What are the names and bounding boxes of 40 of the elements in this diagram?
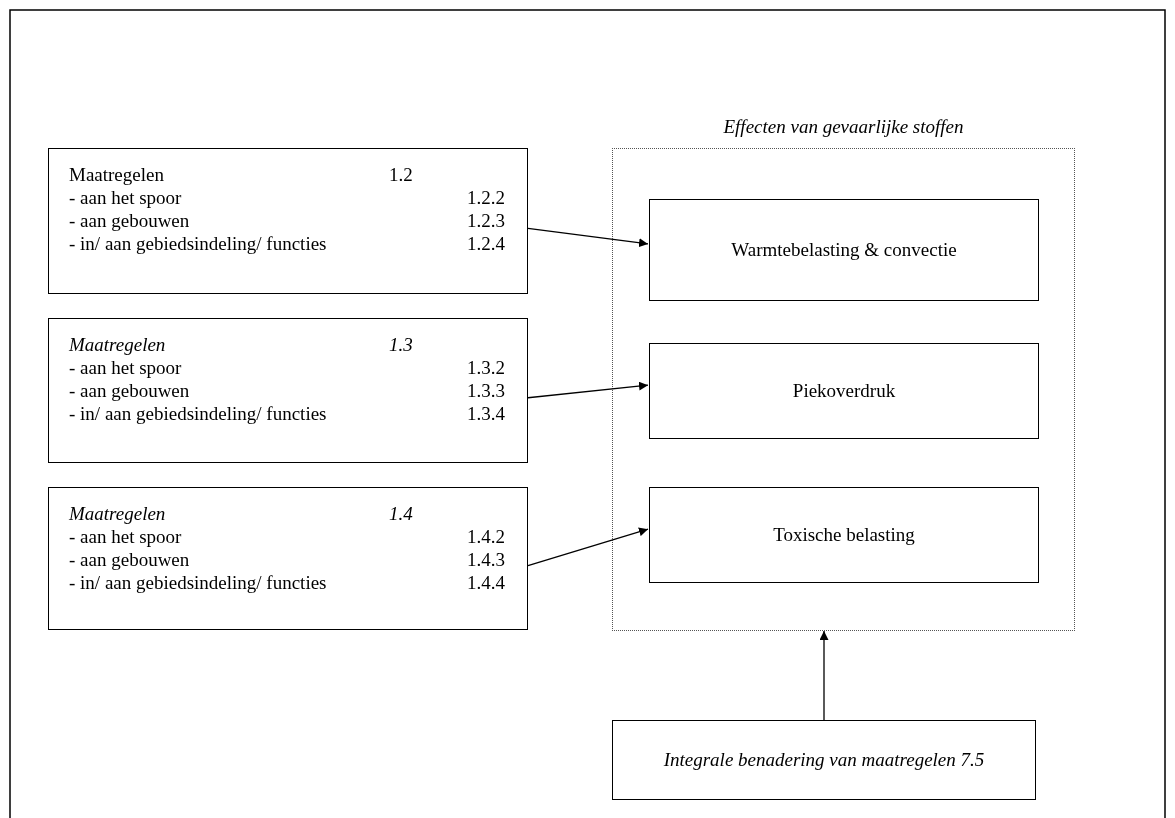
section-number: 1.4.2 bbox=[467, 525, 505, 548]
list-item: - aan gebouwen bbox=[69, 548, 190, 571]
section-number: 1.2 bbox=[389, 163, 413, 186]
measures-box bbox=[48, 148, 528, 294]
section-number: 1.2.2 bbox=[467, 186, 505, 209]
effect-box bbox=[649, 199, 1039, 301]
arrow bbox=[527, 227, 649, 248]
heading-text: Maatregelen bbox=[69, 333, 166, 356]
section-number: 1.2.3 bbox=[467, 209, 505, 232]
heading-text: Maatregelen bbox=[69, 502, 166, 525]
approach-box bbox=[612, 720, 1036, 800]
arrow bbox=[527, 381, 649, 399]
section-number: 1.4.4 bbox=[467, 571, 505, 594]
heading-text: Maatregelen bbox=[69, 163, 164, 186]
list-item: - aan het spoor bbox=[69, 356, 182, 379]
list-item: - aan gebouwen bbox=[69, 379, 190, 402]
list-item: - aan gebouwen bbox=[69, 209, 190, 232]
section-number: 1.3.2 bbox=[467, 356, 505, 379]
section-number: 1.3.3 bbox=[467, 379, 505, 402]
effect-box bbox=[649, 487, 1039, 583]
box-label: Toxische belasting bbox=[773, 524, 915, 546]
list-item: - aan het spoor bbox=[69, 525, 182, 548]
section-number: 1.4 bbox=[389, 502, 413, 525]
measures-box bbox=[48, 487, 528, 630]
list-item: - in/ aan gebiedsindeling/ functies bbox=[69, 232, 327, 255]
box-label: Warmtebelasting & convectie bbox=[731, 239, 957, 261]
arrow bbox=[819, 630, 829, 721]
section-number: 1.2.4 bbox=[467, 232, 505, 255]
list-item: - in/ aan gebiedsindeling/ functies bbox=[69, 571, 327, 594]
section-number: 1.3 bbox=[389, 333, 413, 356]
box-label: Piekoverdruk bbox=[792, 380, 896, 402]
measures-box bbox=[48, 318, 528, 463]
list-item: - in/ aan gebiedsindeling/ functies bbox=[69, 402, 327, 425]
box-label: Integrale benadering van maatregelen 7.5 bbox=[663, 749, 985, 771]
section-number: 1.3.4 bbox=[467, 402, 505, 425]
section-number: 1.4.3 bbox=[467, 548, 505, 571]
arrow bbox=[527, 527, 649, 567]
group-title: Effecten van gevaarlijke stoffen bbox=[722, 115, 965, 138]
effect-box bbox=[649, 343, 1039, 439]
list-item: - aan het spoor bbox=[69, 186, 182, 209]
